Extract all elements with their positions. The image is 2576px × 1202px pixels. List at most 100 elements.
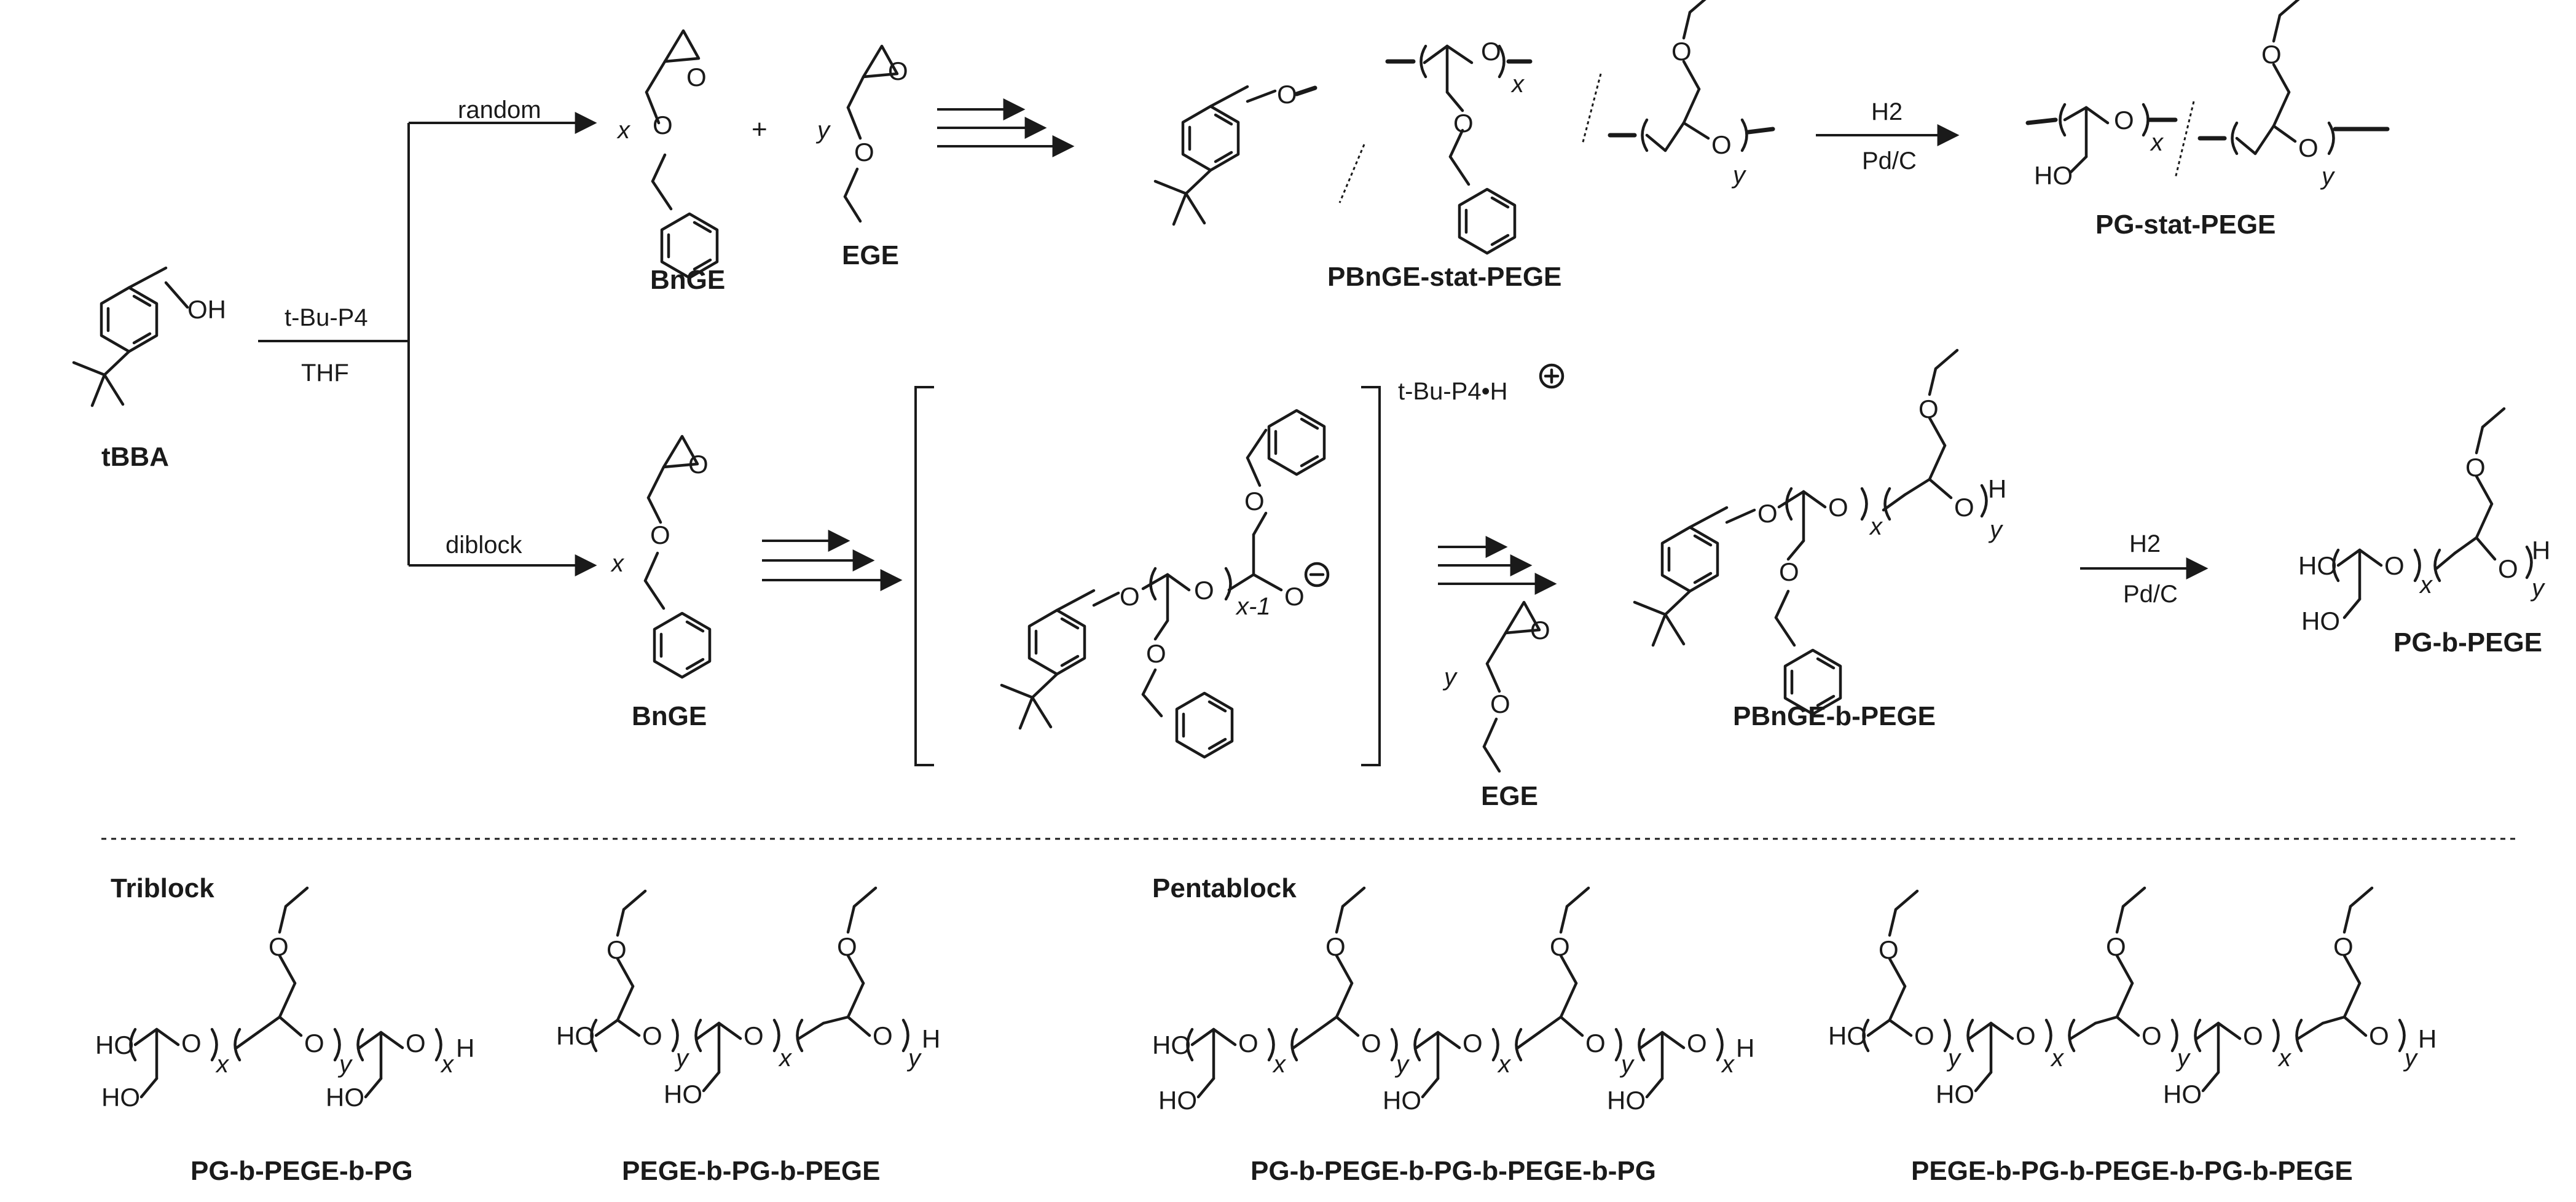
svg-text:y: y (906, 1045, 922, 1072)
counterion-label: t-Bu-P4•H (1398, 378, 1508, 405)
y-coefficient-diblock: y (1442, 664, 1458, 691)
svg-text:O: O (1463, 1029, 1483, 1058)
svg-text:O: O (406, 1029, 426, 1058)
svg-text:y: y (1946, 1045, 1962, 1072)
svg-text:O: O (1325, 932, 1346, 961)
pentablock-1-structure: HO O x HO O O y O x HO O O y (1152, 888, 1754, 1115)
svg-text:O: O (2333, 932, 2354, 961)
svg-text:HO: HO (556, 1021, 595, 1050)
h2-label-middle: H2 (2129, 530, 2161, 557)
svg-text:O: O (2016, 1021, 2036, 1050)
svg-text:y: y (1619, 1051, 1635, 1078)
svg-text:O: O (837, 932, 857, 961)
pbnge-stat-pege-name: PBnGE-stat-PEGE (1327, 262, 1561, 292)
y-coefficient: y (815, 117, 831, 144)
catalyst-label: t-Bu-P4 (285, 304, 368, 331)
svg-text:O: O (653, 111, 673, 139)
svg-text:x: x (1272, 1051, 1287, 1078)
pbnge-stat-pege-structure: O O x O O O y (1155, 0, 1775, 253)
svg-text:O: O (607, 935, 627, 964)
svg-text:x: x (1510, 71, 1525, 98)
pdc-label-middle: Pd/C (2123, 581, 2178, 608)
svg-text:HO: HO (1607, 1086, 1646, 1115)
svg-text:HO: HO (1383, 1086, 1421, 1115)
polymerization-arrows-top (937, 98, 1075, 157)
svg-text:O: O (1671, 37, 1692, 66)
svg-text:O: O (2369, 1021, 2389, 1050)
svg-text:O: O (1361, 1029, 1381, 1058)
svg-text:H: H (456, 1034, 474, 1063)
h2-label-top: H2 (1871, 98, 1903, 125)
svg-text:O: O (1918, 395, 1939, 423)
svg-text:y: y (2175, 1045, 2191, 1072)
svg-text:y: y (1988, 516, 2004, 543)
svg-text:H: H (1988, 474, 2006, 503)
svg-text:O: O (1687, 1029, 1707, 1058)
svg-text:HO: HO (1828, 1021, 1867, 1050)
pg-stat-pege-name: PG-stat-PEGE (2095, 210, 2276, 240)
pentablock-2-structure: HO O O y O x HO O O y O x HO (1828, 888, 2437, 1109)
pentablock-1-name: PG-b-PEGE-b-PG-b-PEGE-b-PG (1251, 1156, 1656, 1186)
pbnge-b-pege-structure: O O x O O O H y (1635, 350, 2006, 714)
svg-text:y: y (1394, 1051, 1410, 1078)
svg-text:O: O (1490, 689, 1510, 718)
tbba-name: tBBA (101, 442, 169, 472)
svg-text:O: O (1530, 616, 1550, 645)
oh-label: OH (187, 295, 226, 324)
svg-text:O: O (686, 63, 707, 92)
bnge-structure-top: O O (646, 31, 717, 278)
svg-text:y: y (337, 1051, 353, 1078)
svg-text:HO: HO (664, 1080, 702, 1109)
pdc-label-top: Pd/C (1862, 147, 1917, 175)
svg-text:x-1: x-1 (1235, 593, 1271, 620)
svg-text:O: O (688, 450, 709, 479)
svg-text:O: O (642, 1021, 662, 1050)
svg-text:O: O (1711, 130, 1732, 159)
svg-text:x: x (1721, 1051, 1735, 1078)
svg-text:x: x (778, 1045, 793, 1072)
bnge-name-top: BnGE (650, 265, 725, 295)
ege-name-top: EGE (842, 240, 899, 270)
triblock-pg-pege-pg-structure: HO O x HO O O y O x H HO (95, 888, 474, 1112)
svg-text:y: y (674, 1045, 690, 1072)
pbnge-b-pege-name: PBnGE-b-PEGE (1733, 701, 1936, 731)
bnge-name-diblock: BnGE (632, 701, 707, 731)
svg-text:HO: HO (2298, 551, 2337, 580)
svg-text:O: O (181, 1029, 202, 1058)
svg-text:x: x (2277, 1045, 2292, 1072)
svg-text:HO: HO (101, 1083, 140, 1112)
living-intermediate: O O x-1 O O O (914, 386, 1381, 766)
triblock-2-name: PEGE-b-PG-b-PEGE (622, 1156, 880, 1186)
svg-text:O: O (2114, 106, 2134, 135)
svg-text:O: O (744, 1021, 764, 1050)
svg-text:O: O (1194, 576, 1214, 605)
svg-text:HO: HO (1936, 1080, 1974, 1109)
random-label: random (458, 96, 541, 124)
tbba-structure: OH (74, 268, 226, 406)
svg-text:H: H (2418, 1024, 2437, 1053)
svg-text:O: O (2384, 551, 2405, 580)
svg-text:x: x (1497, 1051, 1512, 1078)
svg-text:x: x (215, 1051, 230, 1078)
pentablock-2-name: PEGE-b-PG-b-PEGE-b-PG-b-PEGE (1911, 1156, 2353, 1186)
svg-text:O: O (304, 1029, 324, 1058)
svg-text:O: O (650, 520, 670, 549)
svg-text:O: O (1585, 1029, 1606, 1058)
pg-b-pege-structure: HO O x HO O O H y (2298, 409, 2550, 635)
svg-text:O: O (1277, 80, 1297, 109)
svg-text:O: O (1453, 109, 1474, 138)
svg-text:x: x (1869, 513, 1883, 540)
svg-text:O: O (854, 138, 874, 167)
triblock-1-name: PG-b-PEGE-b-PG (190, 1156, 413, 1186)
svg-text:O: O (2243, 1021, 2263, 1050)
svg-text:O: O (1879, 935, 1899, 964)
pg-b-pege-name: PG-b-PEGE (2393, 627, 2542, 658)
svg-text:O: O (2142, 1021, 2162, 1050)
svg-text:HO: HO (1158, 1086, 1197, 1115)
svg-text:O: O (2498, 554, 2518, 583)
svg-text:x: x (440, 1051, 455, 1078)
svg-text:O: O (1550, 932, 1570, 961)
svg-text:HO: HO (95, 1031, 134, 1059)
svg-text:H: H (2532, 536, 2550, 565)
